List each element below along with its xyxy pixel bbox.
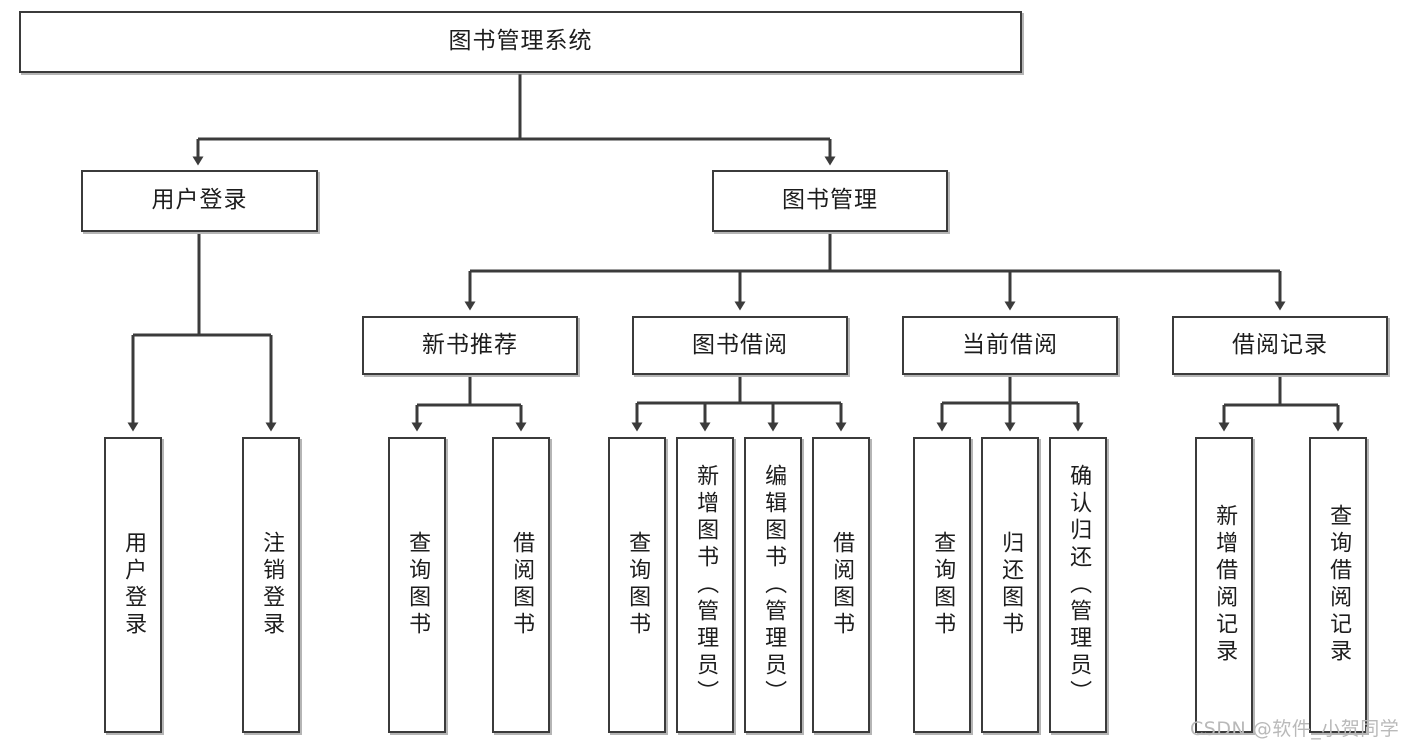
node-leaf-borrow-book-2-label: 借阅图书 [829,531,855,639]
node-leaf-confirm-return-admin[interactable]: 确认归还（管理员） [1049,437,1107,733]
node-leaf-add-borrow-record-label: 新增借阅记录 [1212,504,1238,666]
node-leaf-query-book-3-label: 查询图书 [930,531,956,639]
node-leaf-borrow-book-2[interactable]: 借阅图书 [812,437,870,733]
node-leaf-user-login[interactable]: 用户登录 [104,437,162,733]
node-leaf-return-book-label: 归还图书 [998,531,1024,639]
node-book-borrow-label: 图书借阅 [692,331,788,358]
node-leaf-add-book-admin-label: 新增图书（管理员） [693,463,719,707]
node-leaf-query-book-3[interactable]: 查询图书 [913,437,971,733]
node-root-label: 图书管理系统 [448,28,593,55]
node-leaf-confirm-return-admin-label: 确认归还（管理员） [1066,463,1092,707]
node-current-borrow[interactable]: 当前借阅 [902,316,1118,375]
node-leaf-query-borrow-record-label: 查询借阅记录 [1326,504,1352,666]
node-leaf-query-book-1-label: 查询图书 [405,531,431,639]
node-book-manage[interactable]: 图书管理 [712,170,948,232]
node-leaf-query-book-2[interactable]: 查询图书 [608,437,666,733]
node-root[interactable]: 图书管理系统 [19,11,1022,73]
node-borrow-record-label: 借阅记录 [1232,331,1328,358]
node-book-borrow[interactable]: 图书借阅 [632,316,848,375]
watermark: CSDN @软件_小贺同学 [1190,718,1400,740]
node-leaf-return-book[interactable]: 归还图书 [981,437,1039,733]
node-leaf-logout-login[interactable]: 注销登录 [242,437,300,733]
node-new-book-recommend-label: 新书推荐 [422,331,518,358]
node-leaf-borrow-book-1[interactable]: 借阅图书 [492,437,550,733]
node-leaf-query-borrow-record[interactable]: 查询借阅记录 [1309,437,1367,733]
node-user-login-label: 用户登录 [151,187,248,214]
node-leaf-query-book-2-label: 查询图书 [625,531,651,639]
node-current-borrow-label: 当前借阅 [962,331,1058,358]
node-leaf-user-login-label: 用户登录 [121,531,147,639]
node-user-login[interactable]: 用户登录 [81,170,318,232]
node-book-manage-label: 图书管理 [782,187,878,214]
node-leaf-add-borrow-record[interactable]: 新增借阅记录 [1195,437,1253,733]
node-borrow-record[interactable]: 借阅记录 [1172,316,1388,375]
node-leaf-logout-login-label: 注销登录 [259,531,285,639]
node-leaf-add-book-admin[interactable]: 新增图书（管理员） [676,437,734,733]
node-leaf-edit-book-admin-label: 编辑图书（管理员） [761,463,787,707]
node-leaf-borrow-book-1-label: 借阅图书 [509,531,535,639]
node-leaf-query-book-1[interactable]: 查询图书 [388,437,446,733]
node-leaf-edit-book-admin[interactable]: 编辑图书（管理员） [744,437,802,733]
node-new-book-recommend[interactable]: 新书推荐 [362,316,578,375]
